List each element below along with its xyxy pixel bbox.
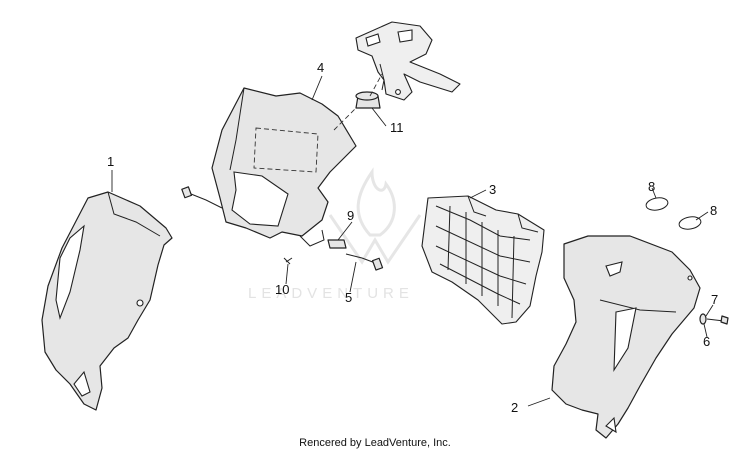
part-11-grommet — [355, 91, 381, 109]
part-1-left-side-cover — [41, 191, 173, 411]
assembly-guide-line — [333, 107, 357, 131]
callout-6: 6 — [703, 334, 710, 349]
watermark-text: LEADVENTURE — [248, 285, 414, 302]
callout-2: 2 — [511, 400, 518, 415]
assembly-guide-line — [369, 73, 383, 97]
part-8-o-rings — [645, 197, 702, 230]
part-5-tie-strap-left — [181, 186, 223, 209]
callout-10: 10 — [275, 282, 289, 297]
headlight-bracket — [355, 21, 461, 101]
callout-3: 3 — [489, 182, 496, 197]
part-7-screw — [706, 315, 729, 325]
part-9-clip — [327, 239, 347, 249]
v-watermark-icon — [328, 214, 422, 265]
part-6-washer — [699, 313, 707, 325]
callout-7: 7 — [711, 292, 718, 307]
part-10-screw — [283, 257, 293, 265]
callout-4: 4 — [317, 60, 324, 75]
flame-watermark-icon — [356, 167, 396, 237]
callout-5: 5 — [345, 290, 352, 305]
part-4-headlight-mask — [211, 87, 357, 247]
part-5-tie-strap-right — [345, 253, 384, 271]
callout-1: 1 — [107, 154, 114, 169]
callout-11: 11 — [390, 120, 404, 135]
callout-labels: 1 2 3 4 5 6 7 8 8 9 10 11 — [107, 60, 718, 415]
part-3-radiator-grille — [421, 195, 545, 325]
part-2-right-side-cover — [551, 235, 701, 439]
render-credit: Rencered by LeadVenture, Inc. — [299, 437, 451, 449]
watermark: LEADVENTURE — [248, 167, 422, 302]
callout-leaders — [111, 75, 714, 407]
callout-9: 9 — [347, 208, 354, 223]
callout-8-upper: 8 — [648, 179, 655, 194]
callout-8-lower: 8 — [710, 203, 717, 218]
